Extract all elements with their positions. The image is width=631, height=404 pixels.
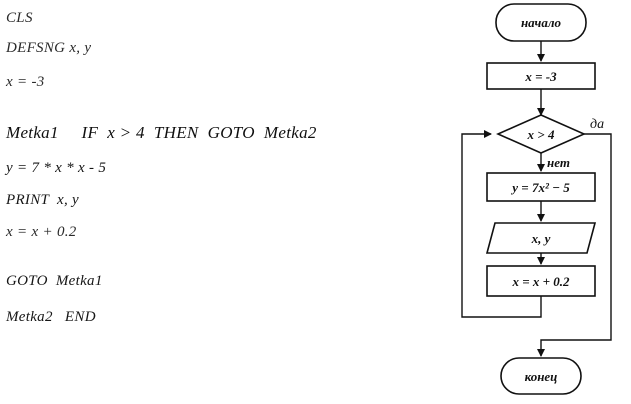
condition-label: x > 4 (527, 127, 555, 142)
start-label: начало (521, 15, 562, 30)
code-line-goto: GOTO Metka1 (6, 273, 103, 289)
code-line-if: Metka1 IF x > 4 THEN GOTO Metka2 (6, 123, 317, 142)
code-line-init: x = -3 (6, 74, 45, 90)
code-line-cls: CLS (6, 10, 33, 26)
flow-connectors (461, 41, 612, 357)
yes-label: да (590, 117, 604, 132)
connector-yes-branch (537, 133, 612, 357)
init-process (486, 62, 596, 90)
code-line-formula: y = 7 * x * x - 5 (6, 160, 107, 176)
output-parallelogram (485, 222, 597, 254)
condition-decision (496, 114, 586, 154)
start-terminator (495, 3, 587, 42)
increment-process (486, 265, 596, 297)
end-label: конец (525, 369, 558, 384)
formula-process (486, 172, 596, 202)
connector-loop-back (461, 130, 542, 318)
code-line-increment: x = x + 0.2 (6, 224, 77, 240)
init-label: x = -3 (524, 69, 557, 84)
code-line-defsng: DEFSNG x, y (6, 40, 92, 56)
output-label: x, y (531, 231, 551, 246)
code-line-end: Metka2 END (6, 309, 96, 325)
end-terminator (500, 357, 582, 395)
increment-label: x = x + 0.2 (511, 274, 570, 289)
code-line-print: PRINT x, y (6, 192, 80, 208)
formula-label: y = 7x² − 5 (510, 180, 570, 195)
no-label: нет (547, 155, 570, 170)
